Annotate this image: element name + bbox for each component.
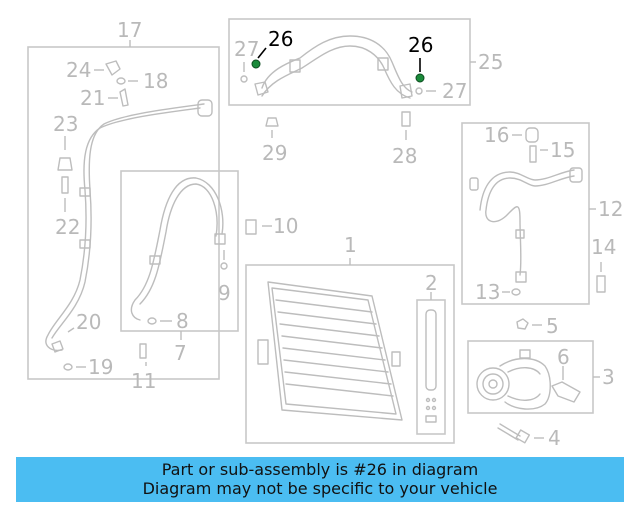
label-4: 4 — [548, 426, 561, 450]
compressor — [476, 349, 551, 410]
part-27-right: 27 — [415, 79, 467, 103]
label-3: 3 — [602, 365, 615, 389]
label-8: 8 — [176, 309, 189, 333]
label-24: 24 — [66, 58, 91, 82]
group-17-box — [27, 46, 220, 380]
label-18: 18 — [143, 69, 168, 93]
part-2-drier — [425, 309, 437, 423]
label-10: 10 — [273, 214, 298, 238]
part-23: 23 — [53, 112, 78, 171]
part-15: 15 — [529, 138, 575, 163]
group-2-box — [416, 299, 446, 435]
label-23: 23 — [53, 112, 78, 136]
label-17: 17 — [117, 18, 142, 42]
label-6: 6 — [557, 345, 570, 369]
label-22: 22 — [55, 215, 80, 239]
label-27b: 27 — [442, 79, 467, 103]
part-9: 9 — [218, 250, 231, 305]
part-29: 29 — [262, 117, 287, 165]
hose-12-line — [479, 167, 583, 283]
part-6: 6 — [551, 345, 581, 403]
label-26-left: 26 — [268, 27, 293, 51]
part-13: 13 — [475, 280, 521, 304]
info-banner: Part or sub-assembly is #26 in diagram D… — [16, 457, 624, 502]
part-21: 21 — [80, 86, 129, 110]
label-29: 29 — [262, 141, 287, 165]
label-26-right: 26 — [408, 33, 433, 57]
label-25: 25 — [478, 50, 503, 74]
part-22: 22 — [55, 176, 80, 239]
part-8: 8 — [147, 309, 189, 333]
part-19: 19 — [63, 355, 113, 379]
part-26-right-highlighted: 26 — [408, 33, 433, 83]
label-16: 16 — [484, 123, 509, 147]
label-2: 2 — [425, 271, 438, 295]
label-11: 11 — [131, 369, 156, 393]
label-27a: 27 — [234, 37, 259, 61]
part-28: 28 — [392, 111, 417, 168]
part-sensor-12 — [469, 177, 479, 191]
label-21: 21 — [80, 86, 105, 110]
label-15: 15 — [550, 138, 575, 162]
label-7: 7 — [174, 341, 187, 365]
part-26-left-highlighted: 26 — [251, 27, 293, 69]
part-10: 10 — [245, 214, 298, 238]
label-28: 28 — [392, 144, 417, 168]
part-20: 20 — [51, 310, 101, 353]
part-14: 14 — [591, 235, 616, 293]
label-14: 14 — [591, 235, 616, 259]
hose-25-line — [254, 35, 413, 99]
part-16: 16 — [484, 123, 539, 147]
label-20: 20 — [76, 310, 101, 334]
part-11: 11 — [131, 343, 156, 393]
label-12: 12 — [598, 197, 623, 221]
condenser — [257, 281, 403, 421]
group-7-box — [120, 170, 239, 332]
label-5: 5 — [546, 314, 559, 338]
label-13: 13 — [475, 280, 500, 304]
part-4-bolt: 4 — [497, 423, 561, 450]
banner-line-1: Part or sub-assembly is #26 in diagram — [161, 460, 479, 479]
hose-7-line — [130, 177, 226, 321]
label-1: 1 — [344, 233, 357, 257]
hose-17-line — [45, 99, 213, 352]
part-24: 24 — [66, 58, 121, 82]
banner-line-2: Diagram may not be specific to your vehi… — [142, 479, 498, 498]
group-12-box — [461, 122, 590, 305]
label-9: 9 — [218, 281, 231, 305]
part-18: 18 — [116, 69, 168, 93]
part-27-left: 27 — [234, 37, 259, 83]
part-5: 5 — [516, 314, 559, 338]
label-19: 19 — [88, 355, 113, 379]
